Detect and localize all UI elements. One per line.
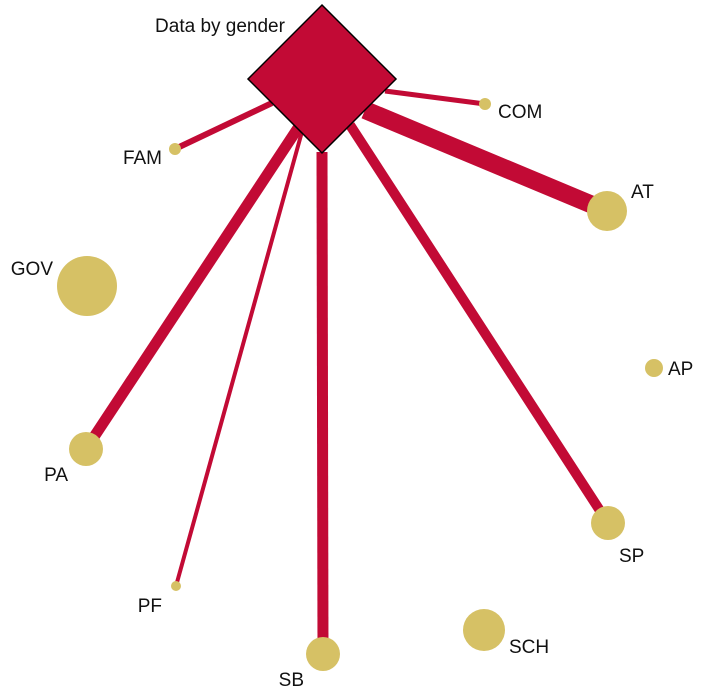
- node-pf: [171, 581, 181, 591]
- node-com: [479, 98, 491, 110]
- node-gov: [57, 256, 117, 316]
- node-label-ap: AP: [668, 359, 693, 380]
- hub-title: Data by gender: [155, 16, 286, 37]
- node-label-sp: SP: [619, 546, 644, 567]
- edge-hub-pf: [174, 127, 305, 587]
- node-label-sb: SB: [279, 670, 304, 691]
- node-ap: [645, 359, 663, 377]
- node-label-at: AT: [631, 182, 654, 203]
- edge-hub-pa: [81, 124, 303, 453]
- hub-diamond: [246, 3, 398, 155]
- node-sp: [591, 506, 625, 540]
- node-label-gov: GOV: [11, 259, 54, 280]
- node-label-fam: FAM: [123, 148, 162, 169]
- edge-hub-com: [384, 88, 486, 107]
- edge-hub-sp: [345, 122, 613, 526]
- node-layer: COM AT FAM GOV AP PA SP PF SB SCH: [11, 98, 693, 691]
- node-label-com: COM: [498, 102, 542, 123]
- node-sb: [306, 637, 340, 671]
- edge-layer: [81, 88, 613, 655]
- node-label-pa: PA: [44, 465, 68, 486]
- node-fam: [169, 143, 181, 155]
- node-label-sch: SCH: [509, 637, 549, 658]
- node-at: [587, 191, 627, 231]
- edge-hub-at: [361, 101, 611, 220]
- edge-hub-sb: [316, 151, 329, 655]
- node-pa: [69, 432, 103, 466]
- node-sch: [463, 609, 505, 651]
- edge-hub-fam: [173, 100, 274, 152]
- node-label-pf: PF: [138, 596, 162, 617]
